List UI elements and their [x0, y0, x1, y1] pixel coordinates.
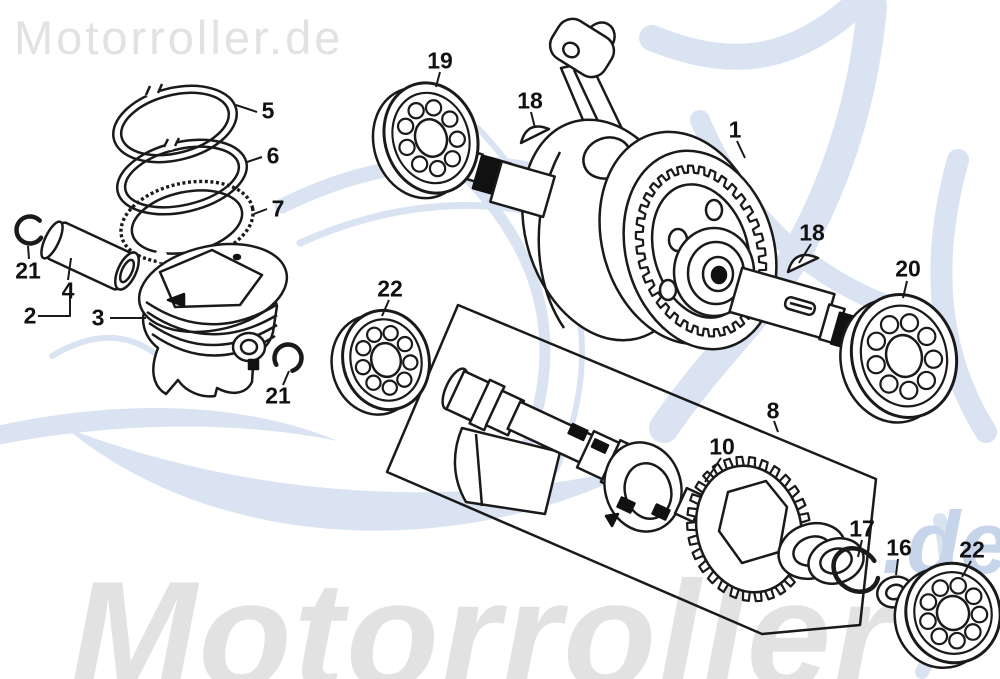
shaft-key [567, 422, 589, 442]
bearing-22-right [893, 561, 1000, 670]
piston [137, 242, 289, 398]
callout-label-7: 7 [271, 195, 285, 222]
logo-glyph-stroke [639, 0, 865, 70]
bearing-19 [371, 81, 480, 200]
swoosh-band-fill [0, 408, 338, 445]
bearing-20 [839, 293, 959, 424]
callout-label-21: 21 [15, 257, 41, 284]
watermark-brand-top: Motorroller.de [14, 11, 344, 64]
callout-label-5: 5 [261, 97, 275, 124]
piston-pin [40, 220, 140, 291]
piston-ring-top [112, 83, 238, 164]
logo-glyph-stroke [930, 149, 997, 443]
callout-label-18: 18 [517, 87, 543, 114]
shaft-key [590, 438, 610, 454]
callout-label-22: 22 [959, 536, 985, 563]
circlip-left [14, 214, 46, 246]
callout-leader-lines [27, 71, 972, 578]
callout-label-8: 8 [766, 397, 780, 424]
callout-label-17: 17 [849, 515, 875, 542]
callout-label-2: 2 [23, 302, 37, 329]
crankshaft-assembly [456, 118, 870, 353]
flywheel-hole [658, 278, 678, 302]
callout-label-22: 22 [377, 275, 403, 302]
callout-label-6: 6 [266, 142, 280, 169]
swoosh-arc [49, 334, 159, 359]
balance-shaft-box [385, 303, 878, 636]
callout-label-4: 4 [61, 277, 75, 304]
thrust-washers [777, 522, 881, 594]
piston-crown-arrow [166, 292, 186, 308]
woodruff-key-right [786, 253, 820, 274]
callout-label-10: 10 [709, 433, 735, 460]
ring-groove [146, 310, 278, 336]
callout-label-16: 16 [886, 534, 912, 561]
snap-ring [831, 546, 881, 594]
balance-shaft [441, 367, 707, 533]
woodruff-key-left [519, 125, 551, 145]
callout-label-19: 19 [427, 47, 453, 74]
callout-label-3: 3 [91, 304, 105, 331]
callout-label-1: 1 [728, 116, 742, 143]
callout-label-18: 18 [799, 219, 825, 246]
callout-label-20: 20 [895, 255, 921, 282]
ring-groove [148, 321, 278, 347]
ring-groove [145, 300, 277, 326]
piston-ring-second [115, 137, 249, 216]
flywheel-hole [704, 198, 724, 222]
bearing-22-left [330, 308, 431, 416]
callout-label-21: 21 [265, 382, 291, 409]
circlip-right [272, 342, 304, 374]
